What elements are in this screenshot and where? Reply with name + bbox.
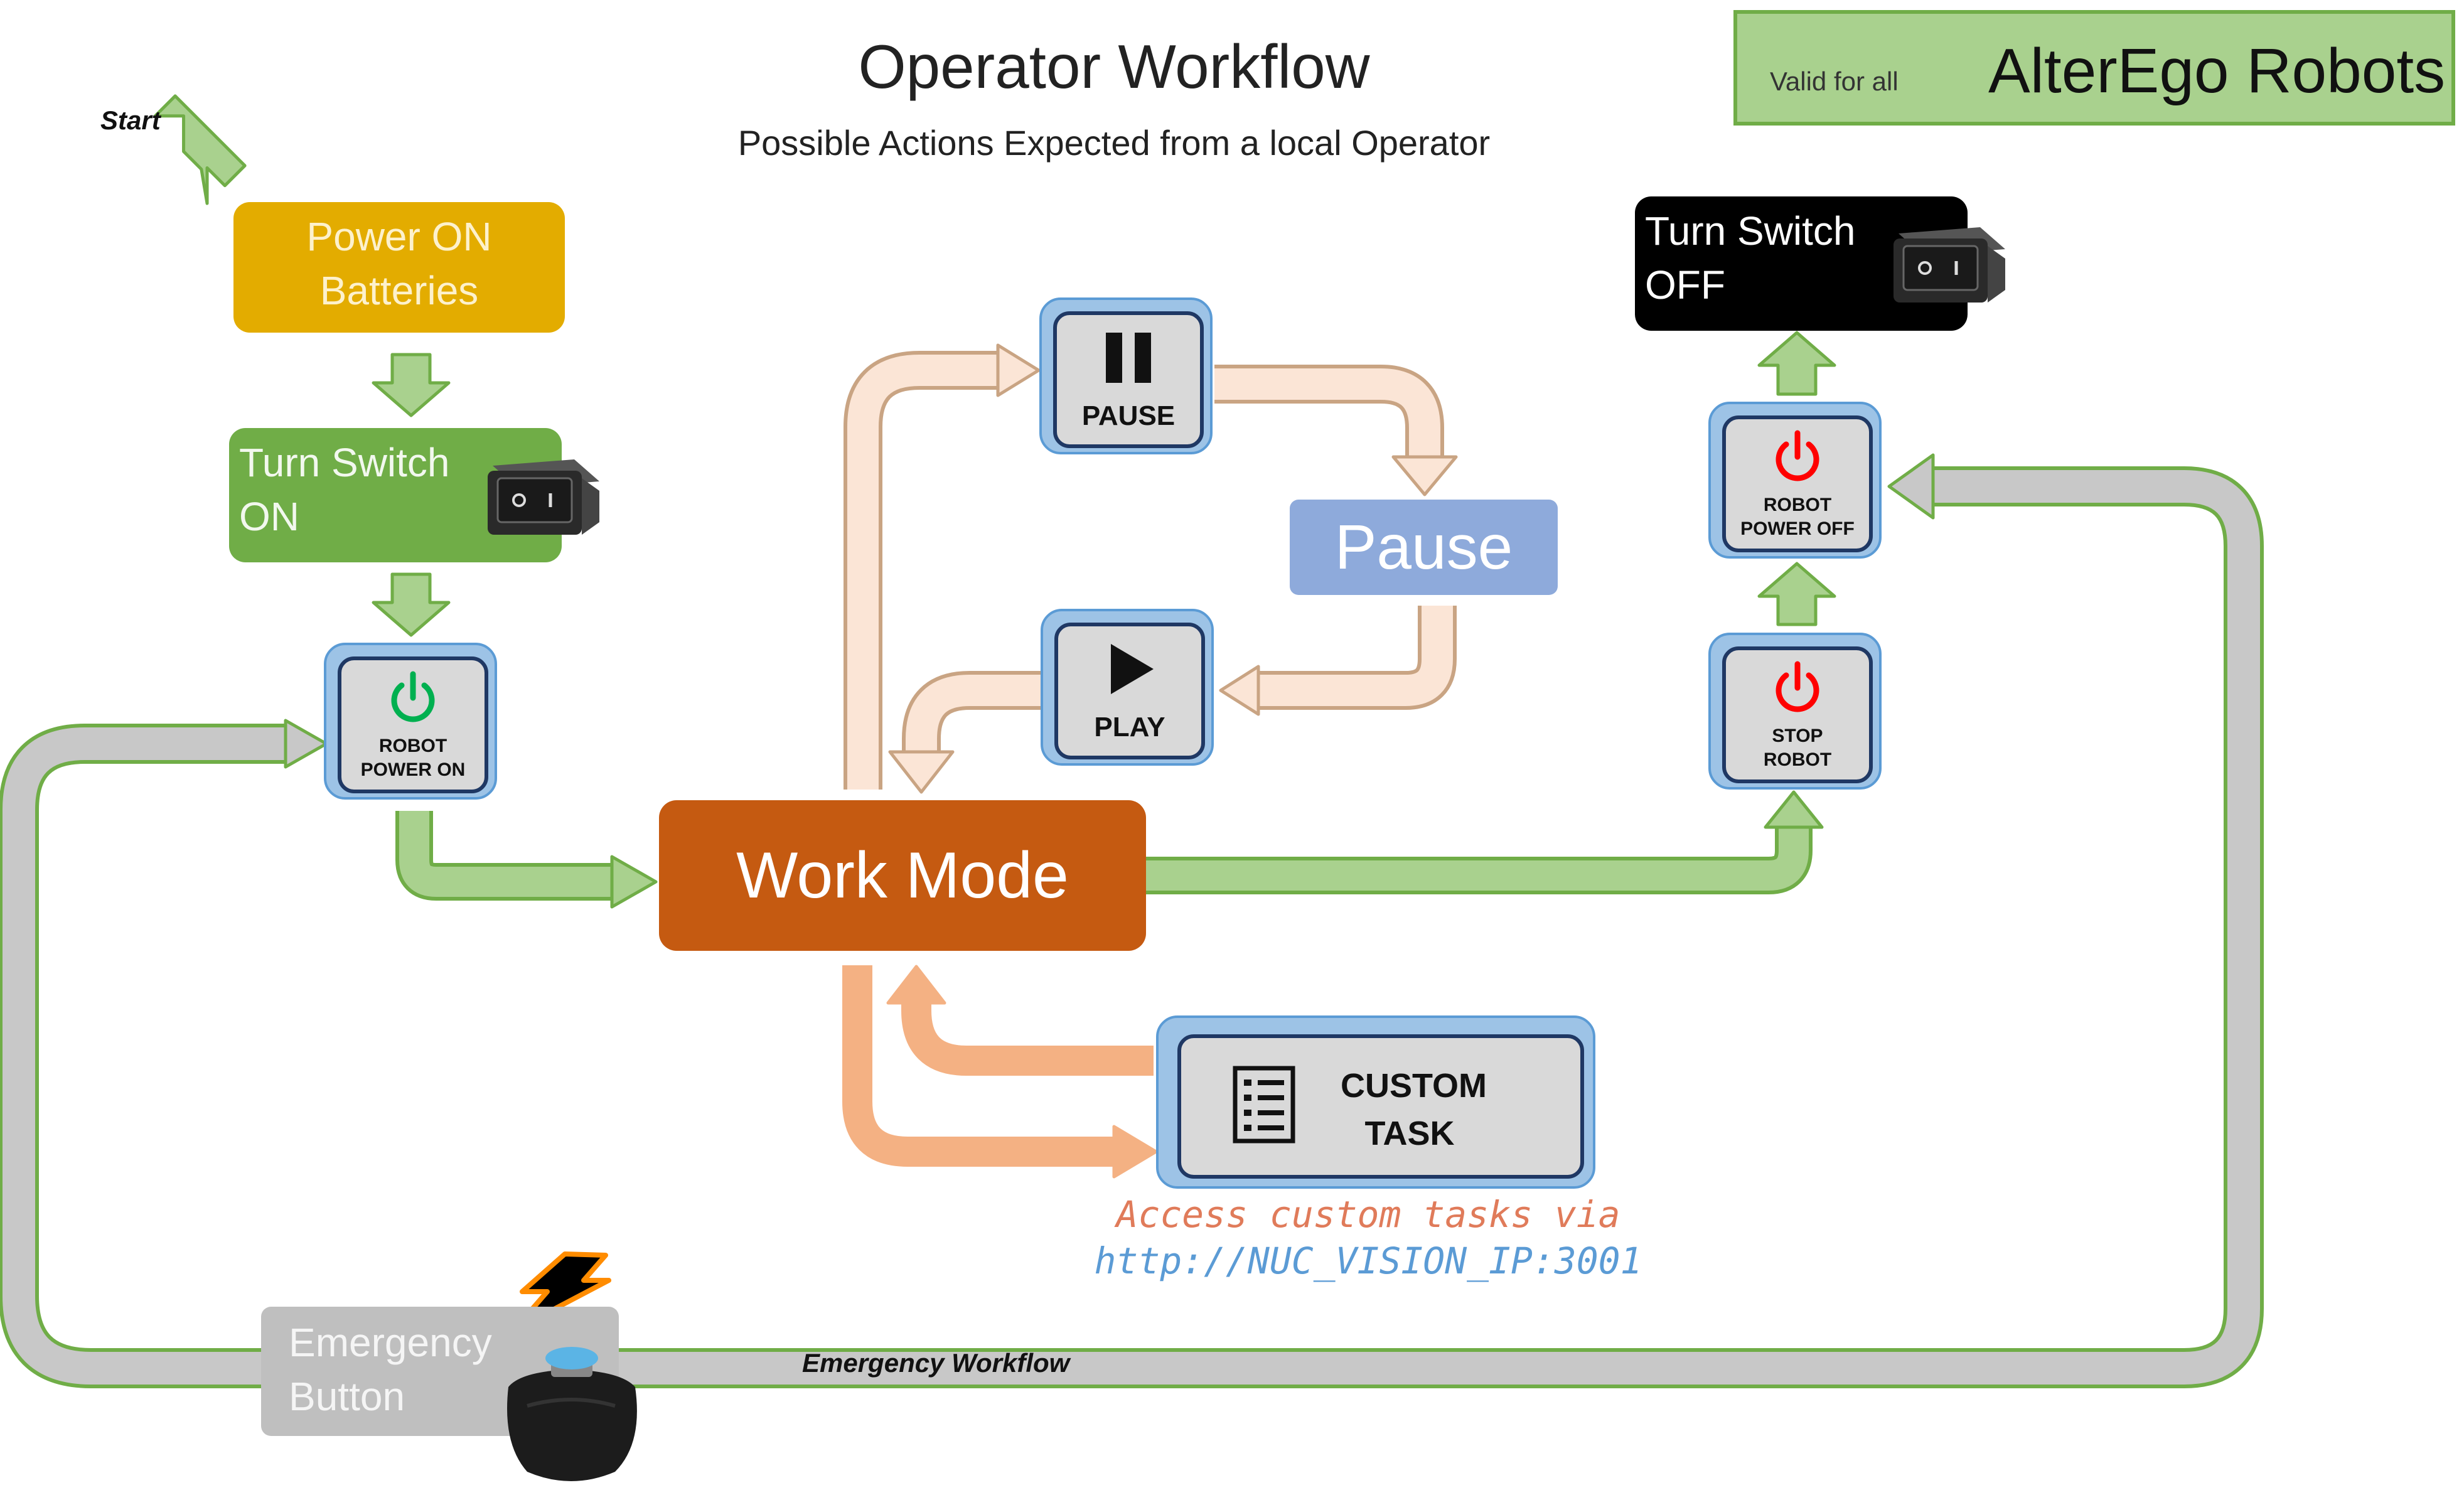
custom-task-access-note: Access custom tasks via http://NUC_VISIO… [1029,1191,1707,1284]
checklist-icon [1233,1066,1295,1144]
validity-box: Valid for all AlterEgo Robots [1733,10,2455,126]
custom-task-url: http://NUC_VISION_IP:3001 [1094,1240,1642,1282]
validity-product: AlterEgo Robots [1988,36,2446,106]
pause-play-loop-path [844,351,1457,790]
button-label: CUSTOM [1341,1067,1487,1105]
custom-task-loop-path [842,965,1154,1167]
button-face: CUSTOM TASK [1177,1034,1584,1179]
rocker-switch-icon [488,459,599,535]
step-label-line: Batteries [319,268,479,313]
button-face: PLAY [1054,623,1205,759]
step-label-line: Button [289,1374,405,1419]
down-arrow-icon [372,353,451,417]
play-button[interactable]: PLAY [1041,609,1214,766]
pause-button[interactable]: PAUSE [1039,297,1213,454]
step-label-line: Power ON [306,214,492,259]
stop-robot-button[interactable]: STOP ROBOT [1708,633,1882,790]
step-label-line: ON [239,494,299,539]
step-label-line: OFF [1645,262,1725,308]
play-icon [1111,644,1154,694]
emergency-workflow-label: Emergency Workflow [802,1348,1070,1378]
step-label-line: Turn Switch [239,440,450,485]
custom-task-label: CUSTOM TASK [1341,1062,1487,1157]
emergency-stop-icon [507,1347,637,1481]
pause-icon [1106,333,1151,383]
power-icon [1776,661,1819,712]
diagram-title: Operator Workflow [858,32,1370,101]
down-arrow-icon [372,572,451,637]
pause-state: Pause [1290,500,1558,595]
button-face: STOP ROBOT [1722,646,1873,783]
arrowheads [284,343,1935,1179]
custom-task-button[interactable]: CUSTOM TASK [1156,1015,1595,1189]
access-note-text: Access custom tasks via [1116,1193,1620,1236]
button-label: ROBOT [1763,495,1832,515]
rocker-switch-icon [1894,227,2005,303]
power-icon [1776,430,1819,481]
power-on-batteries-step: Power ON Batteries [233,202,565,333]
button-label: STOP [1772,726,1823,746]
step-label-line: Turn Switch [1645,208,1856,254]
diagram-subtitle: Possible Actions Expected from a local O… [737,123,1491,163]
validity-prefix: Valid for all [1770,67,1899,96]
step-arrows [153,94,1836,637]
up-arrow-icon [1757,331,1836,396]
button-face: ROBOT POWER ON [338,656,488,793]
button-face: PAUSE [1053,311,1204,448]
button-label: ROBOT [1763,749,1832,770]
start-label: Start [100,105,161,135]
start-arrow-icon [153,94,247,205]
button-label: POWER ON [360,759,466,780]
work-mode-state: Work Mode [659,800,1146,951]
button-label: POWER OFF [1740,518,1855,539]
robot-power-off-button[interactable]: ROBOT POWER OFF [1708,402,1882,559]
button-face: ROBOT POWER OFF [1722,415,1873,552]
step-label-line: Emergency [289,1320,492,1365]
button-label: PLAY [1094,712,1165,742]
turn-switch-on-step: Turn Switch ON [229,428,562,562]
button-label: PAUSE [1081,400,1176,431]
button-label: ROBOT [378,736,447,756]
up-arrow-icon [1757,562,1836,626]
main-flow-path [395,811,1813,901]
robot-power-on-button[interactable]: ROBOT POWER ON [324,643,497,800]
button-label: TASK [1364,1115,1455,1152]
emergency-workflow-path [0,466,2264,1388]
power-icon [391,671,435,722]
